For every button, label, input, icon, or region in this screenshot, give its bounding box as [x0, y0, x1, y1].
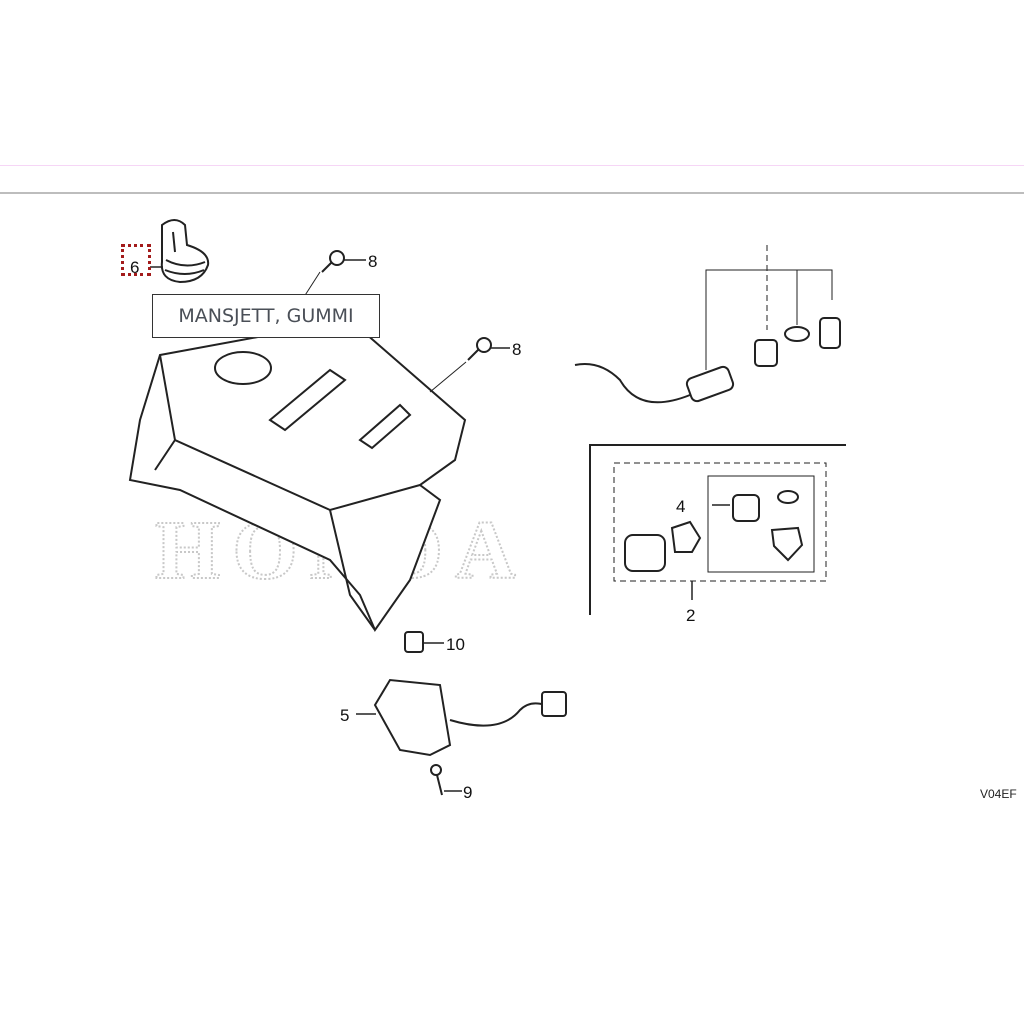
callout-8-top[interactable]: 8 — [368, 252, 377, 271]
callout-6[interactable]: 6 — [130, 258, 139, 277]
fuel-tank[interactable] — [128, 318, 467, 633]
callout-5[interactable]: 5 — [340, 706, 349, 725]
callout-10[interactable]: 10 — [446, 635, 465, 654]
part-2-switch[interactable] — [624, 520, 702, 572]
callout-8-right[interactable]: 8 — [512, 340, 521, 359]
part-4-sensor[interactable] — [732, 490, 804, 562]
callout-9[interactable]: 9 — [463, 783, 472, 802]
callout-2[interactable]: 2 — [686, 606, 695, 625]
callout-4[interactable]: 4 — [676, 497, 685, 516]
top-divider-pink — [0, 165, 1024, 166]
fuel-gauge-harness[interactable] — [574, 245, 841, 404]
part-10-nut[interactable] — [404, 631, 424, 653]
part-tooltip: MANSJETT, GUMMI — [152, 294, 380, 338]
part-2-frame — [589, 444, 846, 615]
part-8-bolt-b[interactable] — [467, 337, 492, 361]
part-8-bolt-a[interactable] — [321, 250, 345, 273]
part-6-grommet[interactable] — [160, 219, 210, 284]
top-divider — [0, 192, 1024, 194]
diagram-code: V04EF — [980, 787, 1017, 801]
highlight-box — [121, 244, 151, 276]
part-9-screw[interactable] — [430, 764, 443, 796]
part-5-fuel-valve[interactable] — [373, 678, 567, 757]
